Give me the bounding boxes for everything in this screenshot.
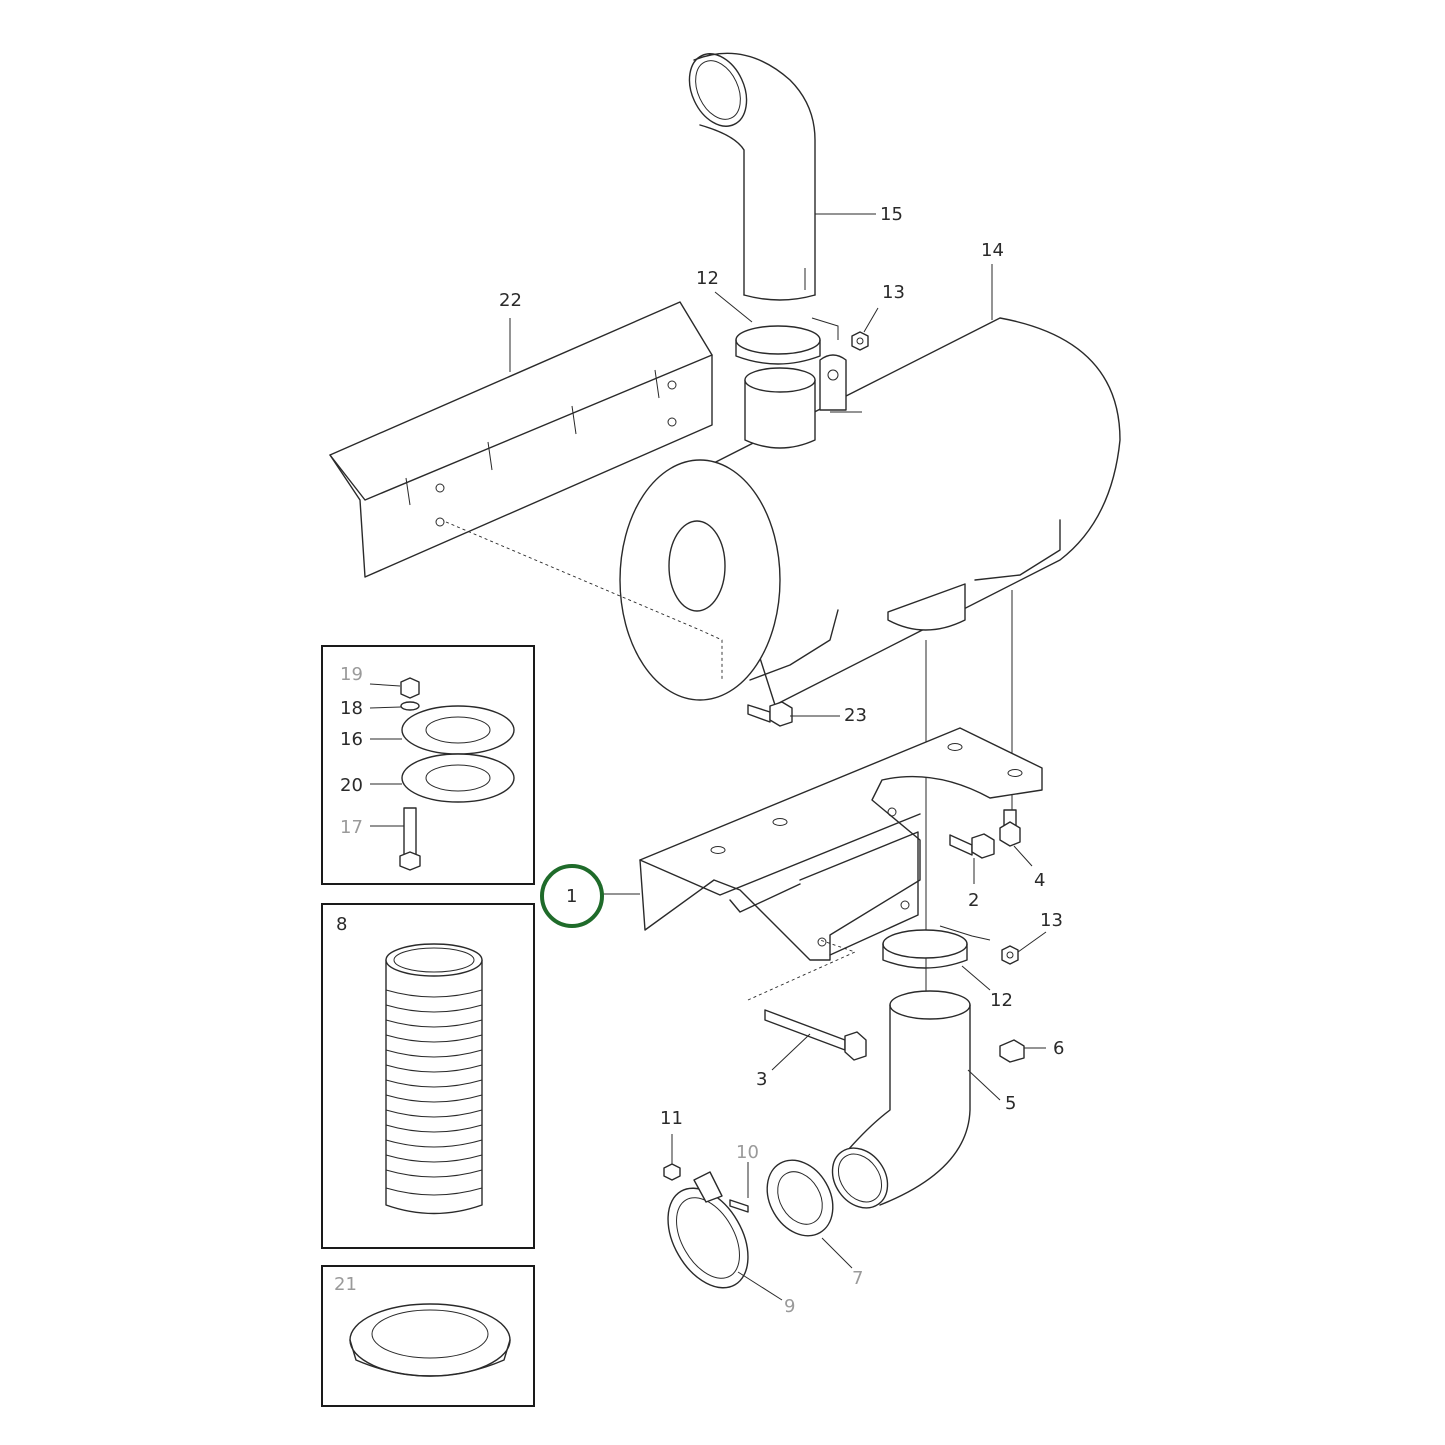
inset-panel-seal-ring: [321, 1265, 535, 1407]
clamp-part-9[interactable]: [652, 1171, 765, 1302]
callout-1[interactable]: 1: [566, 886, 577, 907]
screw-part-17[interactable]: [399, 807, 421, 871]
callout-10[interactable]: 10: [736, 1142, 759, 1163]
bracket-part-1[interactable]: [639, 727, 1043, 961]
inset-panel-flange-set: [321, 645, 535, 885]
callout-23[interactable]: 23: [844, 705, 867, 726]
alignment-line-shield: [445, 521, 723, 680]
nut-part-11[interactable]: [663, 1163, 681, 1181]
callout-20[interactable]: 20: [340, 775, 363, 796]
callout-9[interactable]: 9: [784, 1296, 795, 1317]
plug-part-6[interactable]: [999, 1039, 1025, 1063]
tail-pipe-part-15[interactable]: [678, 45, 816, 301]
callout-11[interactable]: 11: [660, 1108, 683, 1129]
callout-labels: 1 2 3 4 5 6 7 8 9 10 11 12 12 13 13 14 1…: [334, 204, 1064, 1317]
callout-13-upper[interactable]: 13: [882, 282, 905, 303]
callout-22[interactable]: 22: [499, 290, 522, 311]
callout-19[interactable]: 19: [340, 664, 363, 685]
callout-14[interactable]: 14: [981, 240, 1004, 261]
exhaust-elbow-part-5[interactable]: [821, 990, 971, 1219]
gasket-part-20[interactable]: [401, 753, 515, 803]
nut-part-19[interactable]: [400, 677, 420, 699]
callout-4[interactable]: 4: [1034, 870, 1045, 891]
bolt-part-10[interactable]: [729, 1199, 749, 1213]
muffler-part-14[interactable]: [619, 317, 1121, 706]
callout-21[interactable]: 21: [334, 1274, 357, 1295]
inset-panel-flex-pipe: [321, 903, 535, 1249]
callout-13-lower[interactable]: 13: [1040, 910, 1063, 931]
callout-3[interactable]: 3: [756, 1069, 767, 1090]
callout-16[interactable]: 16: [340, 729, 363, 750]
callout-12-upper[interactable]: 12: [696, 268, 719, 289]
flex-pipe-part-8[interactable]: [385, 943, 483, 1215]
screw-part-4[interactable]: [999, 809, 1021, 847]
screw-part-23[interactable]: [747, 701, 793, 727]
callout-7[interactable]: 7: [852, 1268, 863, 1289]
highlight-circle-part-1: [540, 864, 604, 928]
flange-part-16[interactable]: [401, 705, 515, 755]
nut-upper-part-13[interactable]: [851, 331, 869, 351]
nut-lower-part-13[interactable]: [1001, 945, 1019, 965]
heat-shield-part-22[interactable]: [329, 301, 713, 578]
long-screw-part-3[interactable]: [764, 1009, 867, 1061]
callout-15[interactable]: 15: [880, 204, 903, 225]
callout-5[interactable]: 5: [1005, 1093, 1016, 1114]
seal-ring-part-7[interactable]: [754, 1148, 846, 1247]
washer-part-18[interactable]: [400, 701, 420, 711]
clamp-ring-lower-part-12[interactable]: [882, 925, 991, 969]
screw-part-2[interactable]: [949, 833, 995, 859]
seal-ring-part-21[interactable]: [349, 1303, 511, 1377]
callout-8[interactable]: 8: [336, 914, 347, 935]
callout-12-lower[interactable]: 12: [990, 990, 1013, 1011]
callout-2[interactable]: 2: [968, 890, 979, 911]
callout-18[interactable]: 18: [340, 698, 363, 719]
callout-17[interactable]: 17: [340, 817, 363, 838]
leader-lines: [509, 213, 1047, 1301]
callout-6[interactable]: 6: [1053, 1038, 1064, 1059]
clamp-ring-upper-part-12[interactable]: [735, 317, 839, 365]
